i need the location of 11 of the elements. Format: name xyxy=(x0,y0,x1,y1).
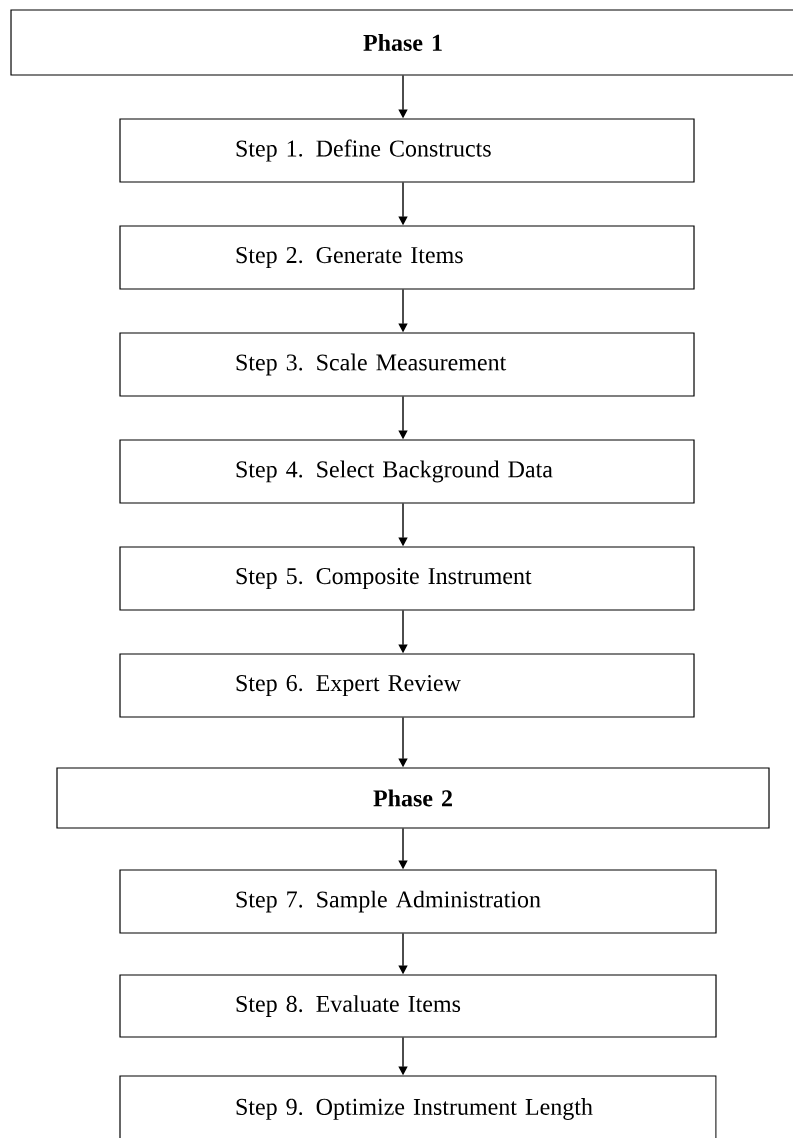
process-box: Step 3. Scale Measurement xyxy=(119,332,695,397)
process-box: Step 9. Optimize Instrument Length xyxy=(119,1075,717,1138)
process-box: Step 8. Evaluate Items xyxy=(119,974,717,1038)
process-box: Step 7. Sample Administration xyxy=(119,869,717,934)
process-box: Step 2. Generate Items xyxy=(119,225,695,290)
process-box: Step 1. Define Constructs xyxy=(119,118,695,183)
process-box: Step 6. Expert Review xyxy=(119,653,695,718)
process-box: Step 4. Select Background Data xyxy=(119,439,695,504)
phase-box: Phase 1 xyxy=(10,9,793,76)
phase-box: Phase 2 xyxy=(56,767,770,829)
process-box: Step 5. Composite Instrument xyxy=(119,546,695,611)
